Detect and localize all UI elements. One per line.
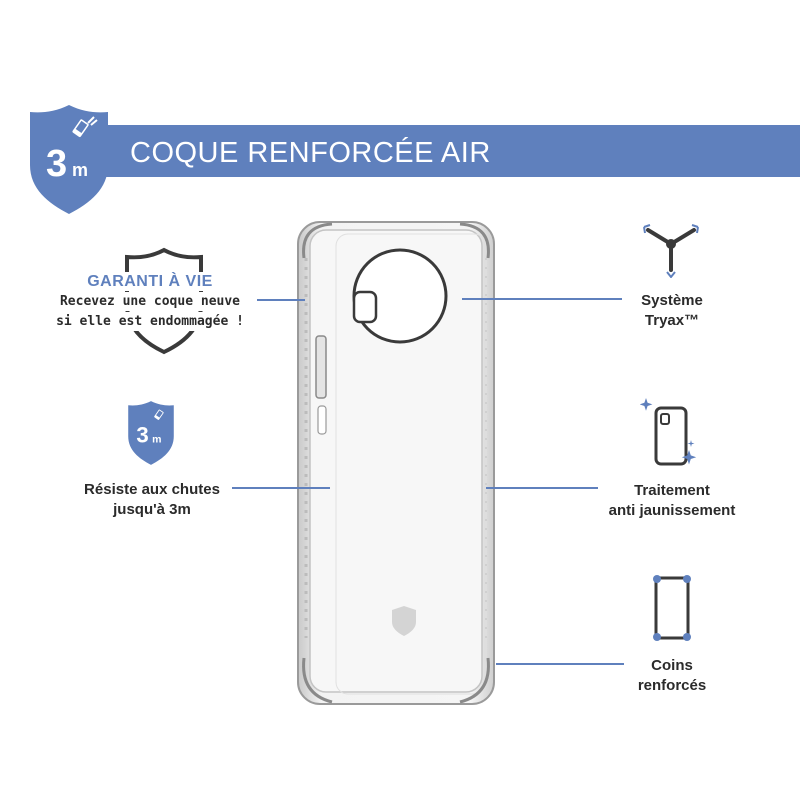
- reinforced-corners-icon: [653, 575, 691, 641]
- tryax-system-icon: [643, 224, 699, 278]
- connector-antiyellow: [486, 487, 598, 489]
- sparkle-phone-icon: [640, 398, 697, 466]
- antiyellow-line1: Traitement: [631, 481, 713, 501]
- guarantee-title: GARANTI À VIE: [85, 272, 215, 291]
- antiyellow-line2: anti jaunissement: [608, 502, 736, 519]
- guarantee-line2: si elle est endommagée !: [54, 312, 246, 331]
- drop-3m-shield-icon: 3 m: [30, 105, 108, 214]
- guarantee-shield-icon: [125, 247, 203, 355]
- small-badge-number: 3: [136, 423, 148, 448]
- corners-feature: Coins renforcés: [622, 656, 722, 696]
- tryax-line2: Tryax™: [644, 312, 700, 329]
- drop-3m-small-shield-icon: 3 m: [128, 401, 174, 465]
- guarantee-line1: Recevez une coque neuve: [57, 292, 242, 311]
- small-badge-unit: m: [152, 434, 161, 446]
- header-banner: COQUE RENFORCÉE AIR: [90, 125, 800, 177]
- tryax-feature: Système Tryax™: [615, 291, 729, 331]
- connector-drop: [232, 487, 330, 489]
- connector-corners: [496, 663, 624, 665]
- drop-feature: Résiste aux chutes jusqu'à 3m: [60, 480, 244, 520]
- corners-line2: renforcés: [637, 677, 707, 694]
- antiyellow-feature: Traitement anti jaunissement: [592, 481, 752, 521]
- badge-number: 3: [46, 143, 67, 185]
- phone-case-image: [297, 221, 495, 705]
- corners-line1: Coins: [648, 656, 696, 676]
- badge-unit: m: [72, 160, 88, 180]
- guarantee-feature: GARANTI À VIE Recevez une coque neuve si…: [40, 272, 260, 331]
- connector-guarantee: [257, 299, 305, 301]
- drop-line1: Résiste aux chutes: [81, 480, 223, 500]
- tryax-line1: Système: [638, 291, 706, 311]
- drop-line2: jusqu'à 3m: [113, 501, 191, 518]
- page-title: COQUE RENFORCÉE AIR: [130, 137, 491, 169]
- connector-tryax: [462, 298, 622, 300]
